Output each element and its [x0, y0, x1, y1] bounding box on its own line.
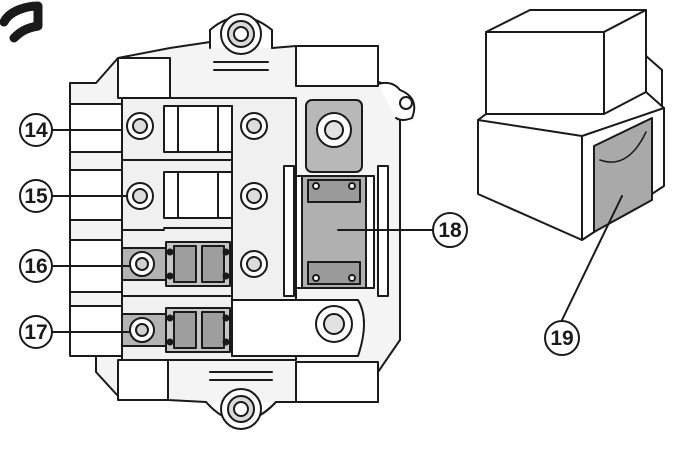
callout-label-16: 16	[24, 255, 47, 278]
callout-label-17: 17	[24, 321, 47, 344]
figure-letter-fragment	[0, 1, 43, 43]
clip-tab	[295, 45, 379, 87]
callout-19: 19	[544, 320, 580, 356]
callout-16: 16	[19, 249, 53, 283]
blank-fuse-slot	[163, 105, 233, 153]
callout-label-18: 18	[438, 219, 462, 242]
callout-label-15: 15	[24, 185, 48, 208]
clip-tab	[117, 359, 169, 401]
callout-label-19: 19	[550, 327, 573, 350]
callout-label-14: 14	[24, 119, 48, 142]
callout-leaders	[51, 129, 623, 333]
mounting-ear	[377, 81, 416, 121]
top-stud	[209, 13, 273, 71]
fuse-16	[121, 241, 231, 287]
clip-tab	[117, 57, 171, 99]
callout-18: 18	[432, 212, 468, 248]
fuse-17	[121, 307, 231, 353]
callout-14: 14	[19, 113, 53, 147]
side-slot	[69, 103, 123, 153]
fuse-box	[69, 13, 416, 430]
callout-15: 15	[19, 179, 53, 213]
clip-tab	[295, 361, 379, 403]
callout-17: 17	[19, 315, 53, 349]
blank-fuse-slot	[163, 171, 233, 219]
relay-base-front	[477, 119, 583, 241]
bottom-stud	[205, 371, 277, 430]
relay	[477, 9, 665, 241]
main-fuse-18	[231, 99, 389, 357]
